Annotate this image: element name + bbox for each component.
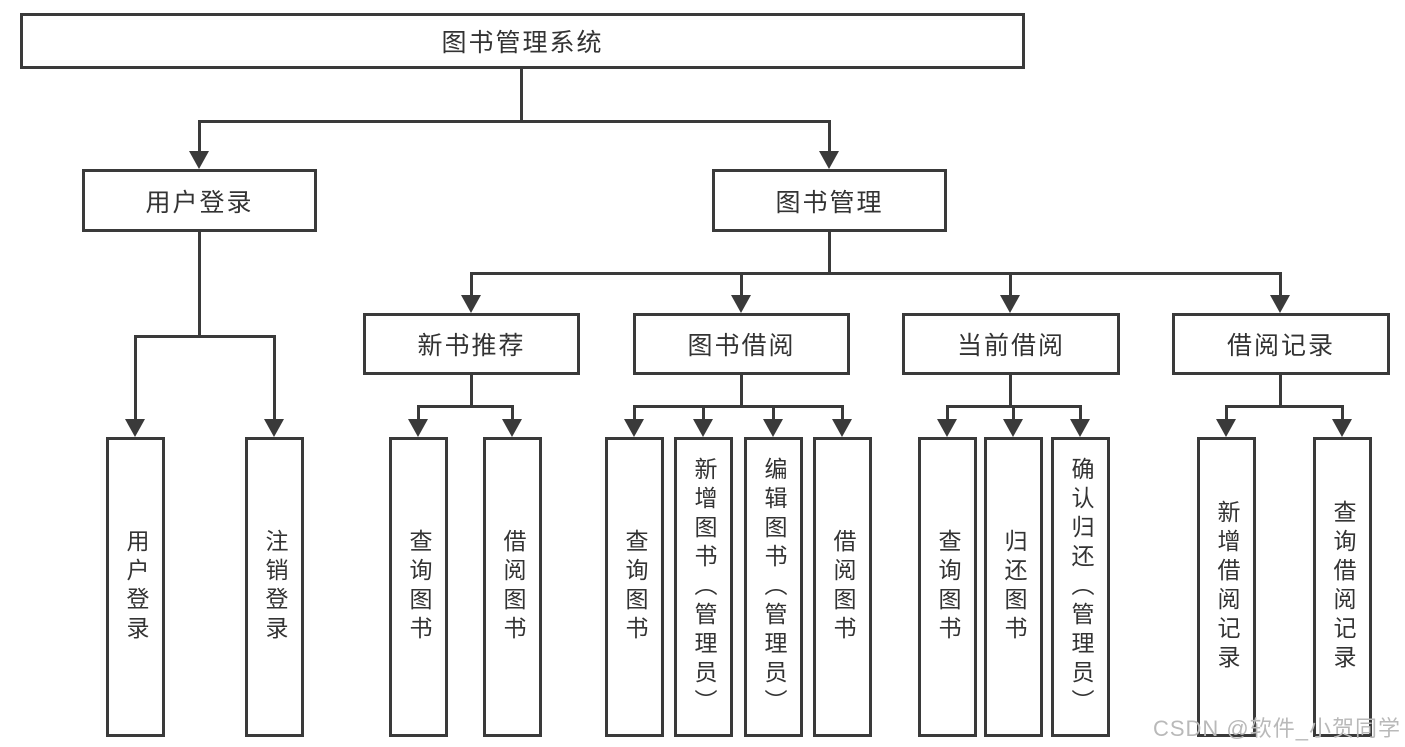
leaf-bb-borrow-books: 借阅图书 <box>813 437 872 737</box>
connector-to-book-management <box>828 120 831 151</box>
leaf-br-add-record: 新增借阅记录 <box>1197 437 1256 737</box>
leaf-br-query-record-label: 查询借阅记录 <box>1330 500 1356 674</box>
connector-to-user-login <box>198 120 201 151</box>
connector-to-book-borrowing <box>740 272 743 295</box>
leaf-logout: 注销登录 <box>245 437 304 737</box>
connector-to-nb-query <box>417 405 420 419</box>
leaf-bb-edit-books-label: 编辑图书（管理员） <box>761 456 787 718</box>
node-user-login: 用户登录 <box>82 169 317 232</box>
leaf-logout-label: 注销登录 <box>262 529 288 645</box>
connector-new-book-bar <box>417 405 514 408</box>
arrowhead-nb-borrow <box>502 419 522 437</box>
arrowhead-borrow-records <box>1270 295 1290 313</box>
arrowhead-br-query <box>1332 419 1352 437</box>
arrowhead-leaf-logout <box>264 419 284 437</box>
connector-level3-bar <box>470 272 1281 275</box>
leaf-nb-borrow-books: 借阅图书 <box>483 437 542 737</box>
node-user-login-label: 用户登录 <box>145 188 254 217</box>
leaf-br-add-record-label: 新增借阅记录 <box>1214 500 1240 674</box>
leaf-nb-query-books-label: 查询图书 <box>406 529 432 645</box>
arrowhead-book-management <box>819 151 839 169</box>
leaf-bb-edit-books: 编辑图书（管理员） <box>744 437 803 737</box>
connector-book-management-stem <box>828 232 831 272</box>
arrowhead-bb-borrow <box>832 419 852 437</box>
leaf-cb-confirm-return-label: 确认归还（管理员） <box>1068 456 1094 718</box>
connector-to-bb-query <box>633 405 636 419</box>
leaf-bb-add-books-label: 新增图书（管理员） <box>691 456 717 718</box>
node-root: 图书管理系统 <box>20 13 1025 69</box>
connector-current-borrowing-stem <box>1009 375 1012 405</box>
leaf-cb-query-books: 查询图书 <box>918 437 977 737</box>
arrowhead-bb-edit <box>763 419 783 437</box>
arrowhead-leaf-user-login <box>125 419 145 437</box>
node-borrow-records: 借阅记录 <box>1172 313 1390 375</box>
arrowhead-book-borrowing <box>731 295 751 313</box>
connector-new-book-stem <box>470 375 473 405</box>
connector-to-leaf-logout <box>273 335 276 419</box>
arrowhead-cb-return <box>1003 419 1023 437</box>
connector-to-bb-borrow <box>841 405 844 419</box>
node-borrow-records-label: 借阅记录 <box>1226 332 1335 360</box>
connector-to-leaf-user-login <box>134 335 137 419</box>
connector-to-bb-edit <box>772 405 775 419</box>
connector-level2-bar <box>198 120 831 123</box>
leaf-br-query-record: 查询借阅记录 <box>1313 437 1372 737</box>
arrowhead-new-book <box>461 295 481 313</box>
leaf-user-login: 用户登录 <box>106 437 165 737</box>
node-current-borrowing-label: 当前借阅 <box>956 332 1065 360</box>
connector-to-cb-query <box>946 405 949 419</box>
leaf-cb-query-books-label: 查询图书 <box>935 529 961 645</box>
connector-to-borrow-records <box>1279 272 1282 295</box>
leaf-bb-query-books-label: 查询图书 <box>622 529 648 645</box>
watermark-text: CSDN @软件_小贺同学 <box>1152 716 1401 741</box>
leaf-cb-return-books-label: 归还图书 <box>1001 529 1027 645</box>
connector-root-stem <box>520 69 523 120</box>
arrowhead-user-login <box>189 151 209 169</box>
node-new-book-recommend-label: 新书推荐 <box>417 332 526 360</box>
leaf-bb-borrow-books-label: 借阅图书 <box>830 529 856 645</box>
arrowhead-cb-query <box>937 419 957 437</box>
node-new-book-recommend: 新书推荐 <box>363 313 580 375</box>
connector-borrow-records-stem <box>1279 375 1282 405</box>
leaf-cb-return-books: 归还图书 <box>984 437 1043 737</box>
leaf-nb-query-books: 查询图书 <box>389 437 448 737</box>
connector-to-br-query <box>1341 405 1344 419</box>
node-book-borrowing-label: 图书借阅 <box>687 332 796 360</box>
connector-to-new-book <box>470 272 473 295</box>
leaf-cb-confirm-return: 确认归还（管理员） <box>1051 437 1110 737</box>
arrowhead-br-add <box>1216 419 1236 437</box>
node-current-borrowing: 当前借阅 <box>902 313 1120 375</box>
arrowhead-current-borrowing <box>1000 295 1020 313</box>
arrowhead-bb-add <box>693 419 713 437</box>
connector-user-login-stem <box>198 232 201 335</box>
connector-borrow-records-bar <box>1225 405 1344 408</box>
leaf-bb-query-books: 查询图书 <box>605 437 664 737</box>
arrowhead-bb-query <box>624 419 644 437</box>
arrowhead-cb-confirm <box>1070 419 1090 437</box>
node-root-label: 图书管理系统 <box>441 29 604 57</box>
connector-user-login-bar <box>134 335 276 338</box>
connector-book-borrowing-stem <box>740 375 743 405</box>
node-book-management-label: 图书管理 <box>775 188 884 217</box>
connector-to-cb-confirm <box>1079 405 1082 419</box>
connector-to-br-add <box>1225 405 1228 419</box>
leaf-bb-add-books: 新增图书（管理员） <box>674 437 733 737</box>
connector-to-current-borrowing <box>1009 272 1012 295</box>
leaf-user-login-label: 用户登录 <box>123 529 149 645</box>
node-book-borrowing: 图书借阅 <box>633 313 850 375</box>
arrowhead-nb-query <box>408 419 428 437</box>
connector-to-bb-add <box>702 405 705 419</box>
connector-book-borrowing-bar <box>633 405 844 408</box>
node-book-management: 图书管理 <box>712 169 947 232</box>
connector-to-cb-return <box>1012 405 1015 419</box>
connector-to-nb-borrow <box>511 405 514 419</box>
leaf-nb-borrow-books-label: 借阅图书 <box>500 529 526 645</box>
